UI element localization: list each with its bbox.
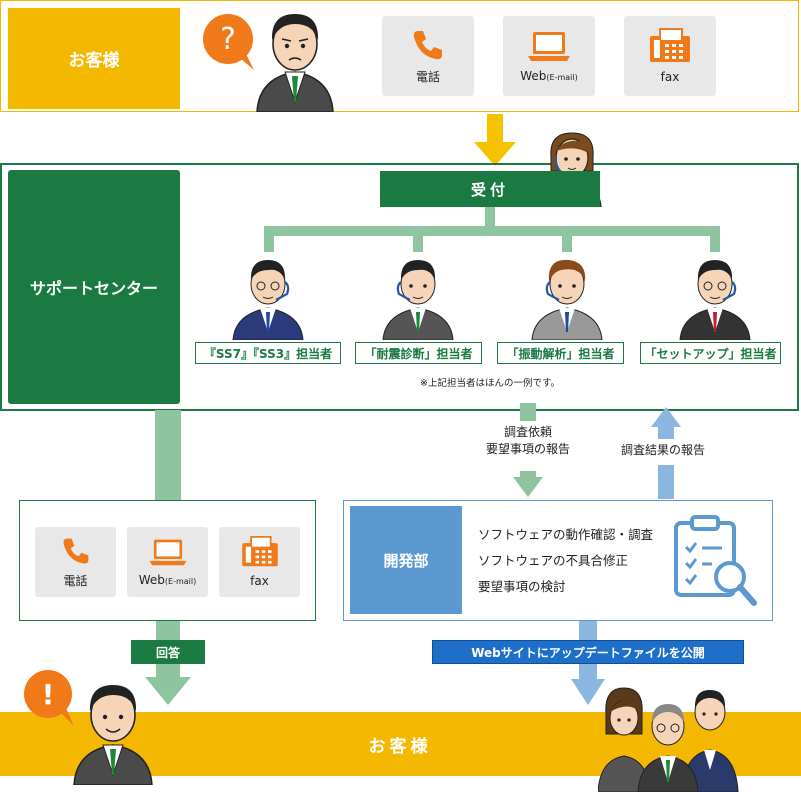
worried-customer-icon — [255, 6, 335, 112]
customer-group-icon — [598, 674, 748, 792]
tree-connector — [710, 226, 720, 252]
contact-label: fax — [250, 574, 269, 588]
role-label-ss: 『SS7』『SS3』担当者 — [195, 342, 341, 364]
answer-tag: 回答 — [131, 640, 205, 664]
svg-text:?: ? — [220, 22, 236, 57]
request-line2: 要望事項の報告 — [485, 442, 570, 456]
dev-task: 要望事項の検討 — [478, 579, 566, 594]
role-label-seismic: 「耐震診断」担当者 — [355, 342, 482, 364]
tree-connector — [264, 226, 720, 236]
contact-label: Web — [520, 69, 547, 83]
staff-ss-icon — [232, 256, 304, 340]
tree-connector — [562, 226, 572, 252]
tree-connector — [264, 226, 274, 252]
reception-label: 受付 — [380, 171, 600, 207]
customer-bottom-label: お客様 — [368, 736, 432, 757]
request-label: 調査依頼 要望事項の報告 — [470, 424, 586, 458]
contact-web-top: Web(E-mail) — [503, 16, 595, 96]
customer-top-panel — [0, 0, 799, 112]
laptop-icon — [528, 32, 570, 61]
contact-label: 電話 — [415, 69, 440, 84]
support-center-panel — [0, 163, 799, 411]
phone-icon — [62, 538, 88, 564]
contact-web-answer: Web(E-mail) — [127, 527, 208, 597]
request-line1: 調査依頼 — [503, 425, 552, 439]
question-bubble-icon: ? — [200, 12, 260, 72]
contact-label: Web — [138, 573, 165, 587]
clipboard-search-icon — [672, 513, 762, 613]
staff-seismic-icon — [382, 256, 454, 340]
dev-label: 開発部 — [350, 506, 462, 614]
contact-sublabel: (E-mail) — [546, 73, 578, 82]
web-publish-tag: Webサイトにアップデートファイルを公開 — [432, 640, 744, 664]
tree-connector — [485, 207, 495, 227]
role-label-setup: 「セットアップ」担当者 — [640, 342, 781, 364]
dev-task: ソフトウェアの不具合修正 — [478, 553, 629, 568]
staff-vibration-icon — [531, 256, 603, 340]
phone-icon — [413, 30, 442, 59]
role-label-vibration: 「振動解析」担当者 — [497, 342, 624, 364]
fax-icon — [241, 536, 278, 567]
tree-connector — [413, 226, 423, 252]
roles-note: ※上記担当者はほんの一例です。 — [419, 378, 560, 389]
happy-customer-icon — [72, 675, 154, 785]
fax-icon — [650, 28, 690, 62]
contact-fax-top: fax — [624, 16, 716, 96]
arrow-up-result — [651, 403, 681, 499]
contact-sublabel: (E-mail) — [164, 577, 197, 586]
answer-connector — [155, 410, 181, 500]
arrow-down-yellow — [474, 114, 516, 166]
contact-fax-answer: fax — [219, 527, 300, 597]
dev-task: ソフトウェアの動作確認・調査 — [478, 527, 654, 542]
svg-text:!: ! — [42, 678, 55, 711]
answer-contact-panel — [19, 500, 316, 621]
staff-setup-icon — [679, 256, 751, 340]
customer-top-label: お客様 — [8, 8, 180, 109]
dev-panel — [343, 500, 773, 621]
contact-phone-top: 電話 — [382, 16, 474, 96]
contact-label: fax — [660, 70, 680, 84]
laptop-icon — [148, 539, 187, 566]
exclamation-bubble-icon: ! — [18, 668, 78, 730]
result-label: 調査結果の報告 — [620, 443, 705, 457]
arrow-down-request — [513, 403, 543, 499]
support-center-label: サポートセンター — [8, 170, 180, 404]
contact-phone-answer: 電話 — [35, 527, 116, 597]
contact-label: 電話 — [63, 573, 88, 588]
